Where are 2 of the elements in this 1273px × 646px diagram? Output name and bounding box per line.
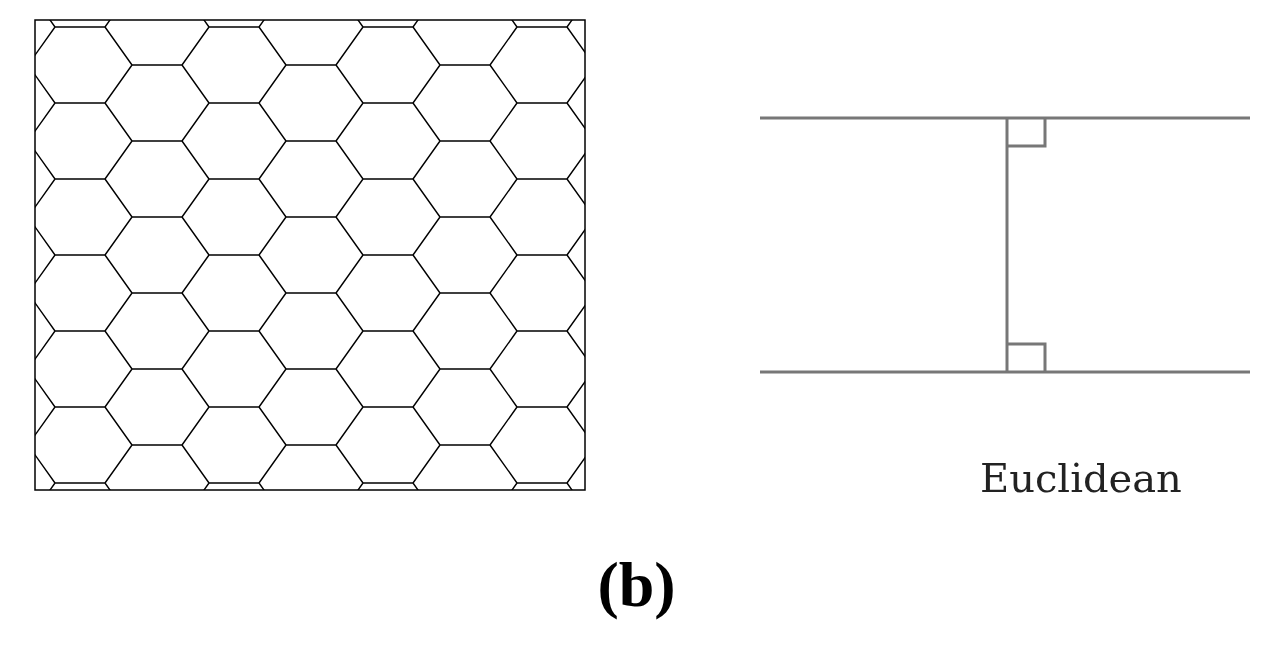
geometry-label: Euclidean <box>980 455 1182 501</box>
figure-caption: (b) <box>596 548 677 622</box>
